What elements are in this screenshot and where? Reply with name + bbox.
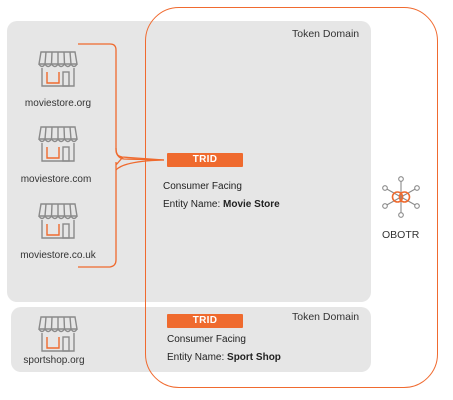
store-icon [38,203,78,239]
store-label-sportshop: sportshop.org [23,355,85,366]
obotr-label: OBOTR [382,229,420,241]
store-icon [38,316,78,352]
entity-name-top: Entity Name: Movie Store [163,199,280,210]
network-icon [382,176,420,218]
store-label-com: moviestore.com [20,174,92,185]
token-domain-label-top: Token Domain [292,28,360,40]
consumer-facing-top: Consumer Facing [163,181,242,192]
entity-name-bottom: Entity Name: Sport Shop [167,352,281,363]
store-label-couk: moviestore.co.uk [20,250,96,261]
store-icon [38,51,78,87]
consumer-facing-bottom: Consumer Facing [167,334,246,345]
store-label-org: moviestore.org [24,98,92,109]
token-domain-label-bottom: Token Domain [292,311,360,323]
obotr-boundary [145,7,438,388]
store-icon [38,126,78,162]
trid-badge-top: TRID [167,153,243,167]
entity-name-value-top: Movie Store [223,199,280,210]
entity-name-value-bottom: Sport Shop [227,352,281,363]
trid-badge-bottom: TRID [167,314,243,328]
